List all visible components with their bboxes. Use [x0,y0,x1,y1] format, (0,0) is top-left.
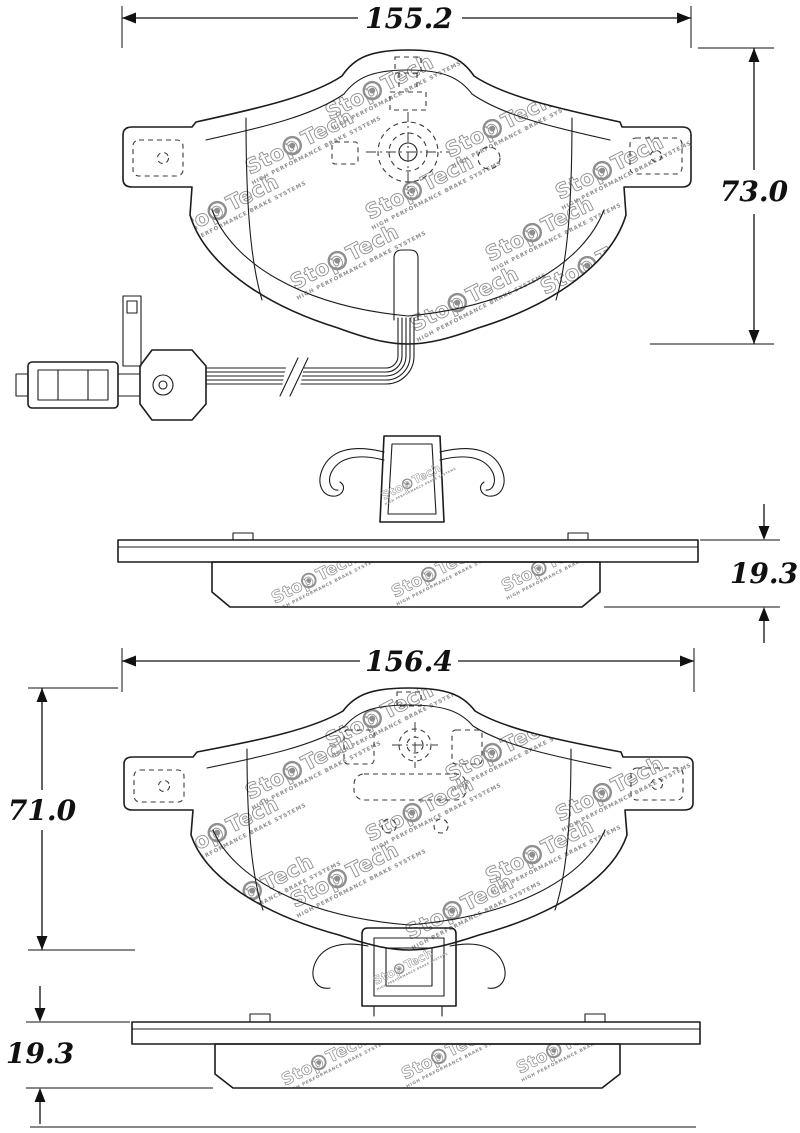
clip2-right-arm [449,943,506,989]
pad2-thickness-value: 19.3 [6,1037,74,1070]
sensor-bracket-hole [126,300,138,314]
arrow-right-icon [677,12,691,24]
arrow-down-icon [36,936,48,950]
connector-pin-tab [15,373,29,397]
pad2-right-ear-guide [630,767,684,801]
pad1-right-chamfer-line [555,117,573,301]
cable-break-mask [280,358,306,396]
clip-right-arm-outer [439,448,505,497]
arrow-right-icon [680,655,694,667]
pad2-left-ear-hole [157,779,171,793]
pad2-side-view [131,1013,701,1089]
side2-plate-tab-left [249,1013,271,1023]
pad1-side-view [117,532,699,608]
side2-friction-block [214,1043,621,1089]
pad2-friction-inner-arc [212,829,606,926]
clip-right-arm-inner [439,456,495,491]
pad1-width-value: 155.2 [365,2,453,35]
pad2-lower-guide [353,773,467,801]
pad1-thickness-value: 19.3 [730,557,798,590]
pad2-dome-tab-guide [396,691,422,707]
clip2-outer-box [361,927,457,1007]
pad2-right-ear-hole [650,777,664,791]
pad2-width-dimension: 156.4 [121,645,695,692]
pad1-watermarks [163,50,691,344]
pad2-right-chamfer-line [554,748,572,911]
pad-spring-clip-bottom [312,927,506,1017]
pad1-dome-lower-guide [389,91,427,111]
pad2-front-view [123,687,694,951]
sensor-body [139,349,207,421]
pad1-left-chamfer-line [245,117,263,301]
arrow-up-icon [758,607,770,621]
arrow-left-icon [122,655,136,667]
pad1-height-dimension: 73.0 [650,47,789,345]
pad1-inner-top-line [205,69,611,141]
pad2-side-watermarks [275,1044,620,1088]
pad2-height-dimension: 71.0 [8,687,135,951]
pad1-sensor-stem [393,249,419,321]
pad2-width-value: 156.4 [365,645,453,678]
pad2-lower-hole-right [433,818,449,834]
sensor-cable [205,317,415,385]
cable-break-mark-2 [289,357,309,397]
pad1-dome-tab-guide [394,56,422,74]
side2-backing-plate [131,1021,701,1045]
side1-friction-block [211,561,601,608]
pad2-lower-hole-left [381,818,397,834]
pad2-left-ear-guide [133,769,185,803]
sensor-bracket [122,295,142,367]
pad1-thickness-dimension: 19.3 [604,504,798,643]
pad1-side-watermarks [265,562,600,607]
pad1-left-ear-hole [156,151,170,165]
pad2-right-bracket-guide [451,729,483,765]
side1-plate-tab-right [567,532,589,541]
arrow-left-icon [122,12,136,24]
pad2-watermarks [163,688,693,950]
sensor-body-hole-inner [158,380,168,390]
wear-sensor-assembly [15,295,415,421]
arrow-up-icon [36,688,48,702]
pad2-inner-top-line [206,704,612,769]
side1-plate-tab-left [232,532,254,541]
pad1-side-hole-guide [477,146,501,170]
side1-backing-plate [117,539,699,563]
pad1-outline [122,49,692,345]
pad1-left-ear-guide [132,139,184,177]
pad1-right-ear-guide [629,137,683,175]
arrow-up-icon [748,48,760,62]
pad-spring-clip-top [319,435,505,523]
pad1-left-center-guide [331,141,359,165]
clip2-inner-box [373,937,445,997]
pad2-left-chamfer-line [246,748,264,911]
pad2-outline [123,687,694,951]
cable-break-mark-1 [279,357,299,397]
pad1-height-value: 73.0 [720,175,789,208]
arrow-down-icon [758,526,770,540]
pad2-left-bracket-guide [343,729,375,765]
sensor-body-hole [152,374,174,396]
clip2-left-arm [312,943,369,989]
pad1-friction-inner-arc [211,209,605,317]
side2-plate-tab-right [584,1013,606,1023]
pad1-width-dimension: 155.2 [121,2,692,48]
clip-left-arm-outer [319,448,385,497]
pad2-height-value: 71.0 [8,794,77,827]
connector-plug-inner [37,369,109,401]
connector-plug-body [27,361,119,409]
arrow-up-icon [34,1088,46,1102]
pad1-right-ear-hole [649,149,663,163]
arrow-down-icon [34,1008,46,1022]
clip-left-arm-inner [329,456,385,491]
pad1-front-view [122,49,692,345]
pad2-thickness-dimension: 19.3 [6,986,213,1124]
arrow-down-icon [748,330,760,344]
